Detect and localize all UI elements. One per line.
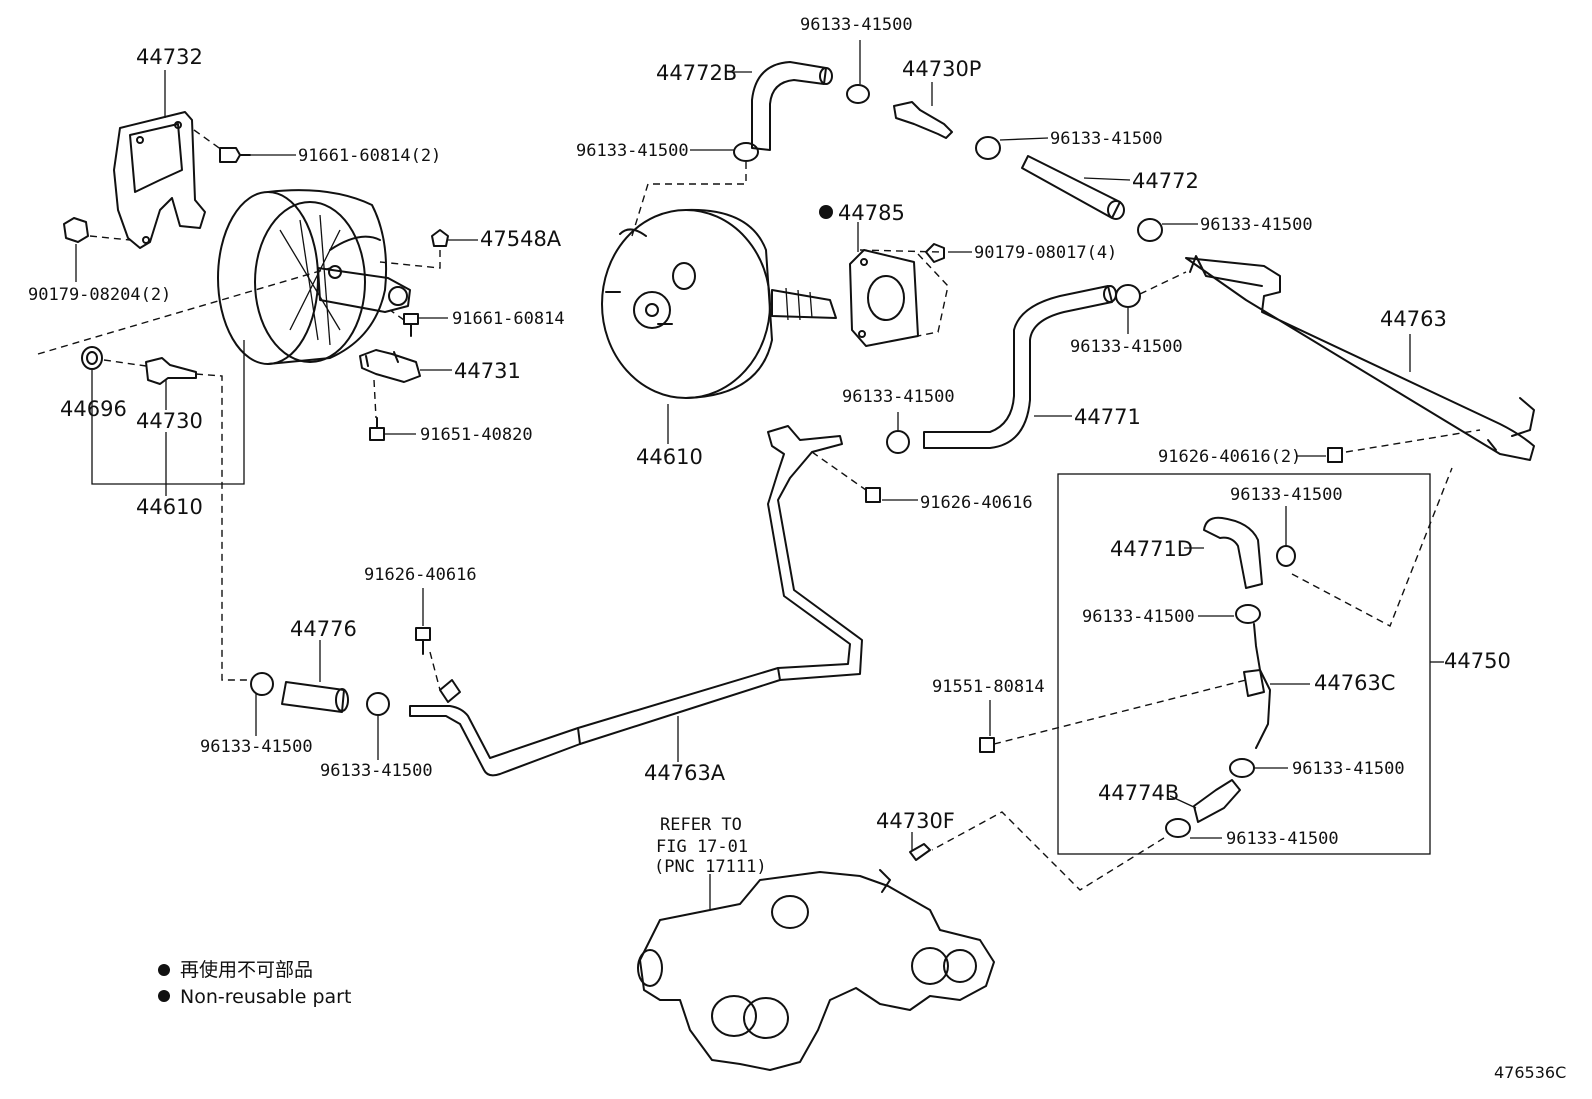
washer-44696-drawing — [81, 346, 103, 370]
label-44774B: 44774B — [1098, 781, 1179, 805]
label-44610-left: 44610 — [136, 495, 203, 519]
label-96133-41500-h: 96133-41500 — [200, 737, 313, 757]
label-96133-41500-f: 96133-41500 — [1230, 485, 1343, 505]
bracket-44732-drawing — [113, 111, 206, 249]
nut-90179-08204-drawing — [63, 217, 89, 243]
label-91626-40616-2: 91626-40616(2) — [1158, 447, 1301, 467]
intake-manifold-drawing — [637, 843, 995, 1071]
label-96133-41500-top: 96133-41500 — [800, 15, 913, 35]
label-96133-41500-g: 96133-41500 — [1082, 607, 1195, 627]
clip-47548A-drawing — [431, 229, 449, 247]
nut-90179-08017-drawing — [925, 243, 945, 263]
clamp-drawing — [250, 84, 1296, 838]
label-44610-center: 44610 — [636, 445, 703, 469]
hose-44772B-drawing — [751, 61, 833, 151]
refer-line-3: (PNC 17111) — [654, 857, 767, 877]
label-96133-41500-e: 96133-41500 — [842, 387, 955, 407]
label-44771: 44771 — [1074, 405, 1141, 429]
brake-booster-center-drawing — [601, 208, 837, 399]
label-91651-40820: 91651-40820 — [420, 425, 533, 445]
label-90179-08017-4: 90179-08017(4) — [974, 243, 1117, 263]
label-96133-41500-d: 96133-41500 — [1070, 337, 1183, 357]
legend-bullet-jp — [158, 964, 170, 976]
label-44696: 44696 — [60, 397, 127, 421]
label-44771D: 44771D — [1110, 537, 1193, 561]
hose-44772-drawing — [1021, 155, 1125, 220]
label-44730F: 44730F — [876, 809, 955, 833]
pipe-44763C-drawing — [1243, 623, 1271, 749]
bracket-44731-drawing — [359, 349, 421, 383]
bolt-91551-80814-drawing — [979, 737, 995, 753]
label-44776: 44776 — [290, 617, 357, 641]
hose-44776-drawing — [281, 681, 349, 713]
label-91626-40616-a: 91626-40616 — [920, 493, 1033, 513]
label-44732: 44732 — [136, 45, 203, 69]
non-reusable-marker — [819, 205, 833, 219]
refer-line-1: REFER TO — [660, 815, 742, 835]
bolt-91626-40616-2-drawing — [1327, 447, 1343, 463]
bolt-91626-40616-a-drawing — [865, 487, 881, 503]
legend-en: Non-reusable part — [180, 986, 351, 1008]
bolt-91661-60814-drawing — [403, 313, 419, 337]
valve-44730P-drawing — [893, 101, 953, 139]
pipe-44763A-drawing — [409, 425, 863, 777]
label-44763A: 44763A — [644, 761, 726, 785]
label-44763: 44763 — [1380, 307, 1447, 331]
brake-booster-left-drawing — [217, 189, 411, 365]
label-44785: 44785 — [838, 201, 905, 225]
label-91661-60814: 91661-60814 — [452, 309, 565, 329]
label-44750: 44750 — [1444, 649, 1511, 673]
gasket-44785-drawing — [849, 249, 919, 347]
label-44772: 44772 — [1132, 169, 1199, 193]
bolt-91661-60814-2-drawing — [219, 147, 251, 163]
label-96133-41500-j: 96133-41500 — [320, 761, 433, 781]
label-44763C: 44763C — [1314, 671, 1395, 695]
label-44731: 44731 — [454, 359, 521, 383]
bolt-91626-40616-b-drawing — [415, 627, 431, 655]
legend-jp: 再使用不可部品 — [180, 959, 313, 981]
hose-44774B-drawing — [1193, 779, 1241, 823]
label-44730: 44730 — [136, 409, 203, 433]
label-96133-41500-i: 96133-41500 — [1292, 759, 1405, 779]
refer-line-2: FIG 17-01 — [656, 837, 748, 857]
label-47548A: 47548A — [480, 227, 562, 251]
label-96133-41500-k: 96133-41500 — [1226, 829, 1339, 849]
label-44772B: 44772B — [656, 61, 737, 85]
hose-44771D-drawing — [1203, 516, 1263, 589]
label-90179-08204-2: 90179-08204(2) — [28, 285, 171, 305]
label-91661-60814-2: 91661-60814(2) — [298, 146, 441, 166]
label-91551-80814: 91551-80814 — [932, 677, 1045, 697]
valve-44730-drawing — [145, 357, 197, 385]
label-44730P: 44730P — [902, 57, 981, 81]
label-96133-41500-c: 96133-41500 — [1200, 215, 1313, 235]
pipe-44763-drawing — [1185, 255, 1535, 461]
label-96133-41500-b: 96133-41500 — [1050, 129, 1163, 149]
bolt-91651-40820-drawing — [369, 417, 385, 441]
legend-bullet-en — [158, 990, 170, 1002]
label-96133-41500-a: 96133-41500 — [576, 141, 689, 161]
hose-44771-drawing — [923, 285, 1117, 449]
label-91626-40616-b: 91626-40616 — [364, 565, 477, 585]
figure-id: 476536C — [1494, 1063, 1566, 1082]
